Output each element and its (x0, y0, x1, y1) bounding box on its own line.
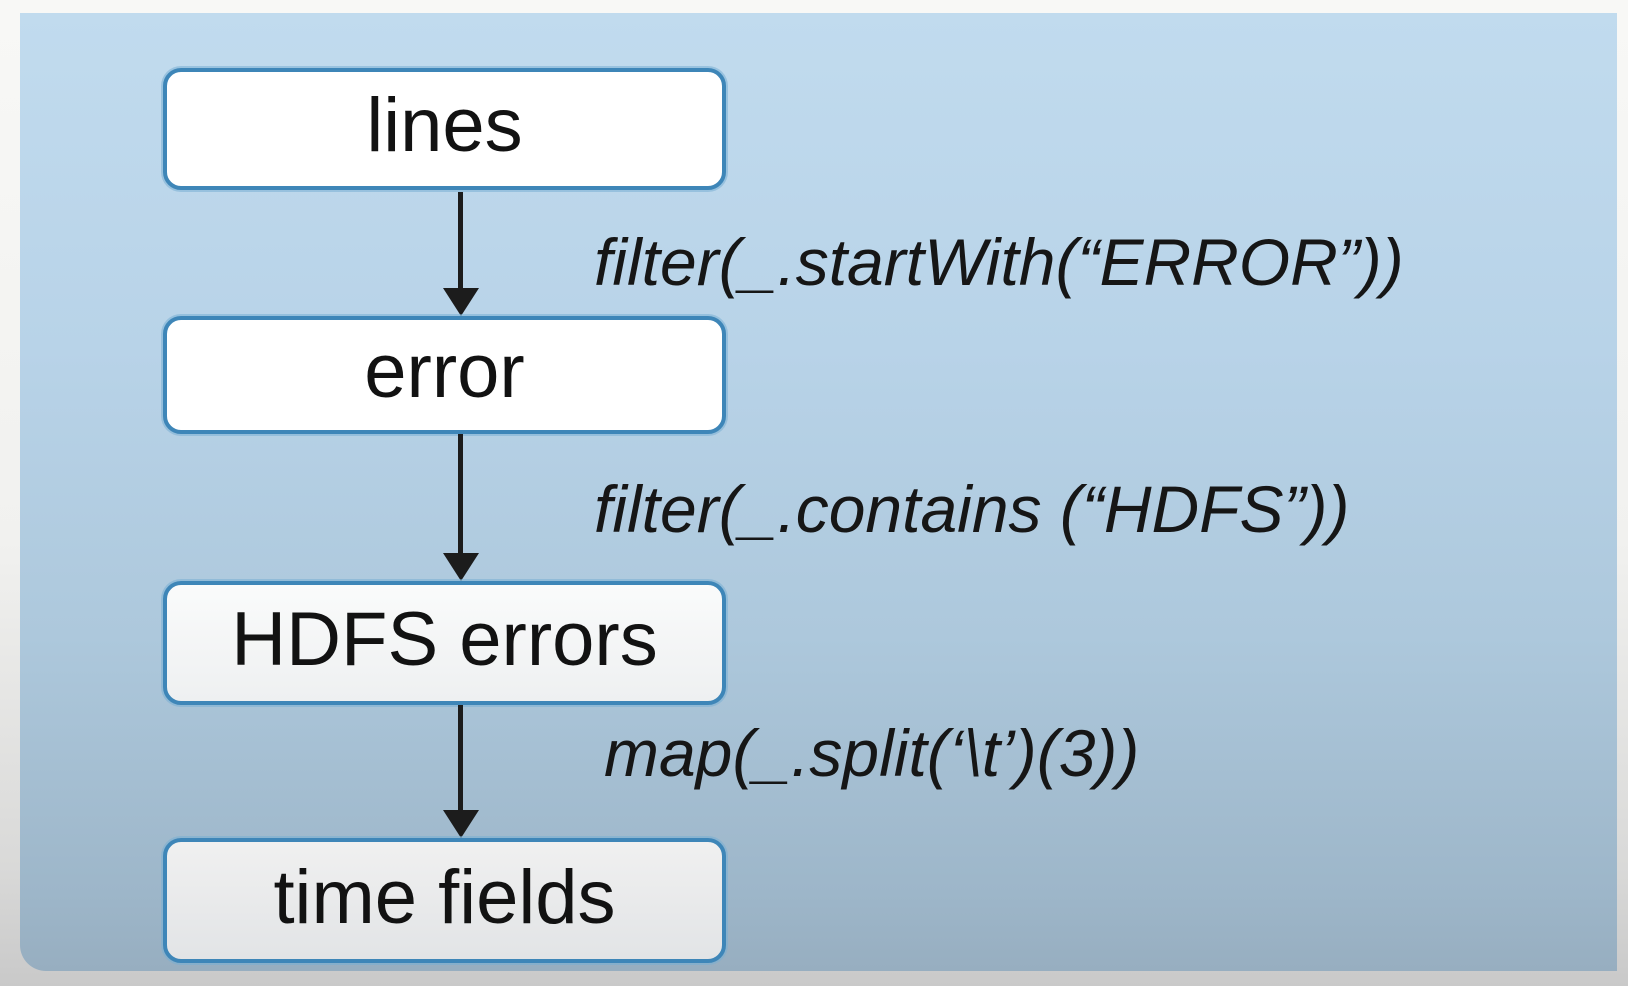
edge-label-filter-hdfs: filter(_.contains (“HDFS”)) (594, 472, 1350, 546)
arrow-error-to-hdfs-errors (458, 434, 463, 555)
diagram-panel: lines filter(_.startWith(“ERROR”)) error… (20, 13, 1617, 971)
node-hdfs-errors: HDFS errors (163, 581, 726, 705)
node-lines-label: lines (366, 83, 523, 168)
node-time-fields-label: time fields (273, 854, 616, 940)
node-lines: lines (163, 68, 726, 190)
edge-label-map-split: map(_.split(‘\t’)(3)) (604, 716, 1140, 790)
arrow-hdfs-errors-to-time-fields (458, 705, 463, 812)
arrowhead-hdfs-errors-to-time-fields (443, 810, 479, 838)
arrow-lines-to-error (458, 192, 463, 290)
edge-label-filter-error: filter(_.startWith(“ERROR”)) (594, 225, 1404, 299)
node-error: error (163, 316, 726, 434)
node-hdfs-errors-label: HDFS errors (231, 597, 658, 682)
arrowhead-lines-to-error (443, 288, 479, 316)
arrowhead-error-to-hdfs-errors (443, 553, 479, 581)
node-error-label: error (364, 329, 525, 414)
node-time-fields: time fields (163, 838, 726, 963)
